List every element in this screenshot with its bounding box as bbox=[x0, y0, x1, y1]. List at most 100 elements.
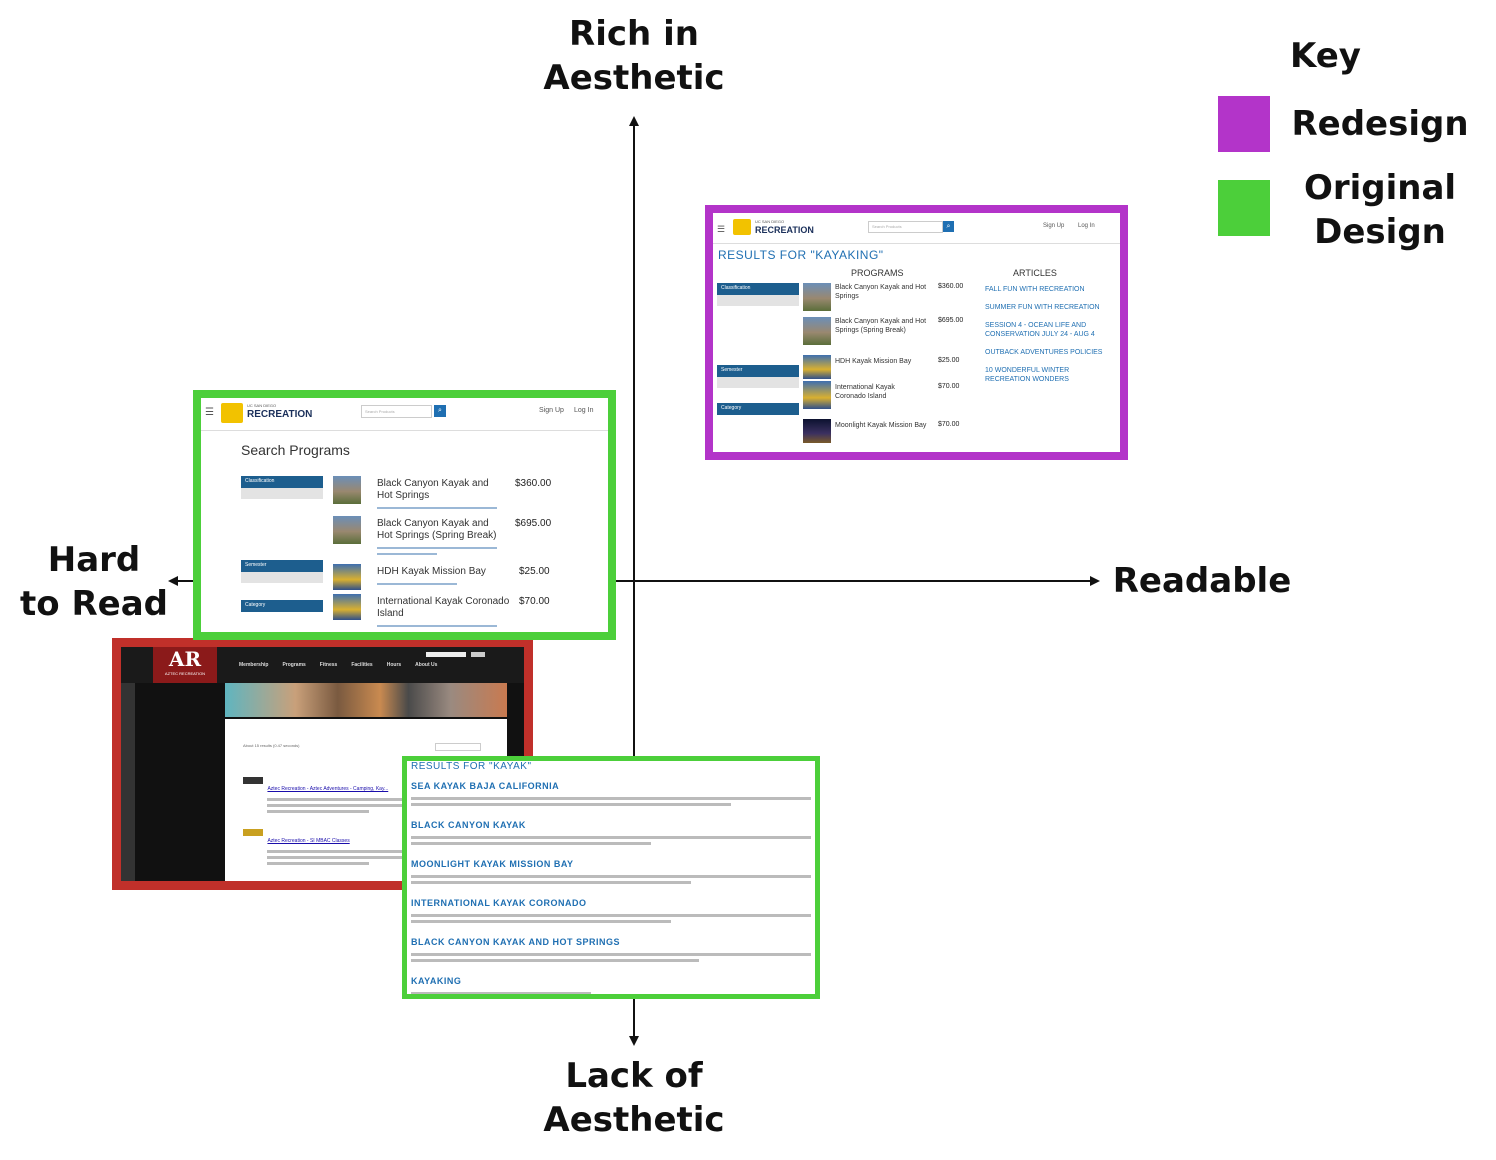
sidebar-header[interactable]: Classification bbox=[717, 283, 799, 295]
result-item[interactable]: SEA KAYAK BAJA CALIFORNIA bbox=[411, 781, 811, 820]
axis-label-right: Readable bbox=[1112, 561, 1292, 601]
brand-small: UC SAN DIEGO bbox=[755, 219, 785, 224]
sidebar-header[interactable]: Semester bbox=[717, 365, 799, 377]
program-item[interactable]: HDH Kayak Mission Bay $25.00 bbox=[803, 355, 973, 381]
aztec-search-button[interactable] bbox=[471, 652, 485, 657]
result-item[interactable]: Aztec Recreation - Aztec Adventures - Ca… bbox=[243, 777, 413, 813]
program-thumbnail bbox=[803, 419, 831, 443]
nav-item[interactable]: Programs bbox=[282, 662, 306, 668]
nav-sign-up[interactable]: Sign Up bbox=[539, 407, 564, 414]
program-price: $25.00 bbox=[519, 566, 550, 577]
nav-item[interactable]: Fitness bbox=[319, 662, 338, 668]
program-price: $360.00 bbox=[515, 478, 552, 489]
sidebar-item[interactable] bbox=[717, 388, 799, 399]
aztec-nav: Membership Programs Fitness Facilities H… bbox=[239, 662, 437, 668]
program-thumbnail bbox=[803, 283, 831, 311]
sidebar-item[interactable] bbox=[241, 543, 323, 554]
brand-small: UC SAN DIEGO bbox=[247, 403, 277, 408]
program-price: $695.00 bbox=[515, 518, 552, 529]
program-price: $360.00 bbox=[938, 283, 964, 290]
sidebar-item[interactable] bbox=[241, 583, 323, 594]
menu-icon: ☰ bbox=[717, 224, 726, 234]
nav-item[interactable]: Membership bbox=[239, 662, 269, 668]
sidebar-item[interactable] bbox=[241, 488, 323, 499]
result-title: Aztec Recreation - SI MBAC Classes bbox=[267, 838, 350, 844]
program-item[interactable]: HDH Kayak Mission Bay $25.00 bbox=[333, 564, 583, 594]
program-thumbnail bbox=[333, 516, 361, 544]
sidebar-header[interactable]: Category bbox=[241, 600, 323, 612]
nav-log-in[interactable]: Log In bbox=[574, 407, 594, 414]
program-item[interactable]: Moonlight Kayak Mission Bay $70.00 bbox=[803, 419, 973, 445]
nav-log-in[interactable]: Log In bbox=[1078, 223, 1095, 229]
brand-name: RECREATION bbox=[247, 409, 313, 420]
article-link[interactable]: OUTBACK ADVENTURES POLICIES bbox=[985, 349, 1103, 356]
nav-item[interactable]: About Us bbox=[415, 662, 438, 668]
sidebar-item[interactable] bbox=[717, 306, 799, 317]
sidebar-item[interactable] bbox=[717, 350, 799, 361]
nav-item[interactable]: Hours bbox=[386, 662, 402, 668]
program-item[interactable]: International Kayak Coronado Island $70.… bbox=[803, 381, 973, 419]
sidebar-header[interactable]: Classification bbox=[241, 476, 323, 488]
article-link[interactable]: SUMMER FUN WITH RECREATION bbox=[985, 304, 1100, 311]
aztec-logo-text: AZTEC RECREATION bbox=[164, 671, 206, 676]
program-thumbnail bbox=[803, 355, 831, 379]
program-item[interactable]: Black Canyon Kayak and Hot Springs $360.… bbox=[803, 283, 973, 317]
aztec-search-input[interactable] bbox=[426, 652, 466, 657]
aztec-logo-mark: AR bbox=[168, 647, 202, 671]
result-title: SEA KAYAK BAJA CALIFORNIA bbox=[411, 781, 560, 791]
program-thumbnail bbox=[803, 317, 831, 345]
sidebar-item[interactable] bbox=[717, 328, 799, 339]
sidebar-item[interactable] bbox=[717, 317, 799, 328]
sidebar-header[interactable]: Category bbox=[717, 403, 799, 415]
col-articles-header: ARTICLES bbox=[1013, 268, 1057, 278]
aztec-logo: AR AZTEC RECREATION bbox=[153, 647, 217, 683]
kayak-heading: RESULTS FOR "KAYAK" bbox=[411, 761, 532, 772]
program-price: $70.00 bbox=[938, 383, 960, 390]
original-heading: Search Programs bbox=[241, 442, 350, 458]
result-item[interactable]: Aztec Recreation - SI MBAC Classes bbox=[243, 829, 413, 865]
article-link[interactable]: 10 WONDERFUL WINTER RECREATION WONDERS bbox=[985, 367, 1070, 383]
sidebar-item[interactable] bbox=[241, 499, 323, 510]
result-title: KAYAKING bbox=[411, 976, 462, 986]
sidebar-item[interactable] bbox=[241, 521, 323, 532]
program-item[interactable]: Black Canyon Kayak and Hot Springs $360.… bbox=[333, 476, 583, 516]
result-item[interactable]: INTERNATIONAL KAYAK CORONADO bbox=[411, 898, 811, 937]
result-title: Aztec Recreation - Aztec Adventures - Ca… bbox=[267, 786, 389, 792]
menu-icon: ☰ bbox=[205, 407, 214, 418]
brand-name: RECREATION bbox=[755, 225, 814, 235]
nav-sign-up[interactable]: Sign Up bbox=[1043, 223, 1065, 229]
result-item[interactable]: BLACK CANYON KAYAK AND HOT SPRINGS bbox=[411, 937, 811, 976]
result-item[interactable]: KAYAKING bbox=[411, 976, 811, 994]
article-link[interactable]: FALL FUN WITH RECREATION bbox=[985, 286, 1085, 293]
kayak-results-screenshot: RESULTS FOR "KAYAK" SEA KAYAK BAJA CALIF… bbox=[402, 756, 820, 999]
sidebar-item[interactable] bbox=[241, 572, 323, 583]
program-title: International Kayak Coronado Island bbox=[835, 384, 895, 400]
sort-by-select[interactable] bbox=[435, 743, 481, 751]
search-button-icon[interactable]: ⌕ bbox=[943, 221, 954, 232]
search-input[interactable]: Search Products bbox=[361, 405, 432, 418]
sidebar-item[interactable] bbox=[717, 295, 799, 306]
article-link[interactable]: SESSION 4 - OCEAN LIFE AND CONSERVATION … bbox=[985, 322, 1095, 338]
result-item[interactable]: BLACK CANYON KAYAK bbox=[411, 820, 811, 859]
result-logo-icon bbox=[243, 829, 263, 836]
program-title: HDH Kayak Mission Bay bbox=[835, 358, 912, 365]
sidebar-item[interactable] bbox=[241, 510, 323, 521]
nav-item[interactable]: Facilities bbox=[351, 662, 373, 668]
sidebar-item[interactable] bbox=[717, 377, 799, 388]
original-program-list: Black Canyon Kayak and Hot Springs $360.… bbox=[333, 476, 583, 630]
program-item[interactable]: International Kayak Coronado Island $70.… bbox=[333, 594, 583, 630]
search-input[interactable]: Search Products bbox=[868, 221, 943, 233]
redesign-screenshot: ☰ UC SAN DIEGO RECREATION Search Product… bbox=[705, 205, 1128, 460]
original-sidebar: Classification Semester Category bbox=[241, 476, 323, 612]
logo-icon bbox=[733, 219, 751, 235]
sidebar-header[interactable]: Semester bbox=[241, 560, 323, 572]
sidebar-item[interactable] bbox=[241, 532, 323, 543]
program-item[interactable]: Black Canyon Kayak and Hot Springs (Spri… bbox=[803, 317, 973, 355]
search-button-icon[interactable]: ⌕ bbox=[434, 405, 446, 417]
aztec-left-band bbox=[121, 683, 135, 881]
program-item[interactable]: Black Canyon Kayak and Hot Springs (Spri… bbox=[333, 516, 583, 564]
sidebar-item[interactable] bbox=[717, 339, 799, 350]
results-count: About 15 results (0.47 seconds) bbox=[243, 743, 300, 748]
result-item[interactable]: MOONLIGHT KAYAK MISSION BAY bbox=[411, 859, 811, 898]
result-title: INTERNATIONAL KAYAK CORONADO bbox=[411, 898, 587, 908]
